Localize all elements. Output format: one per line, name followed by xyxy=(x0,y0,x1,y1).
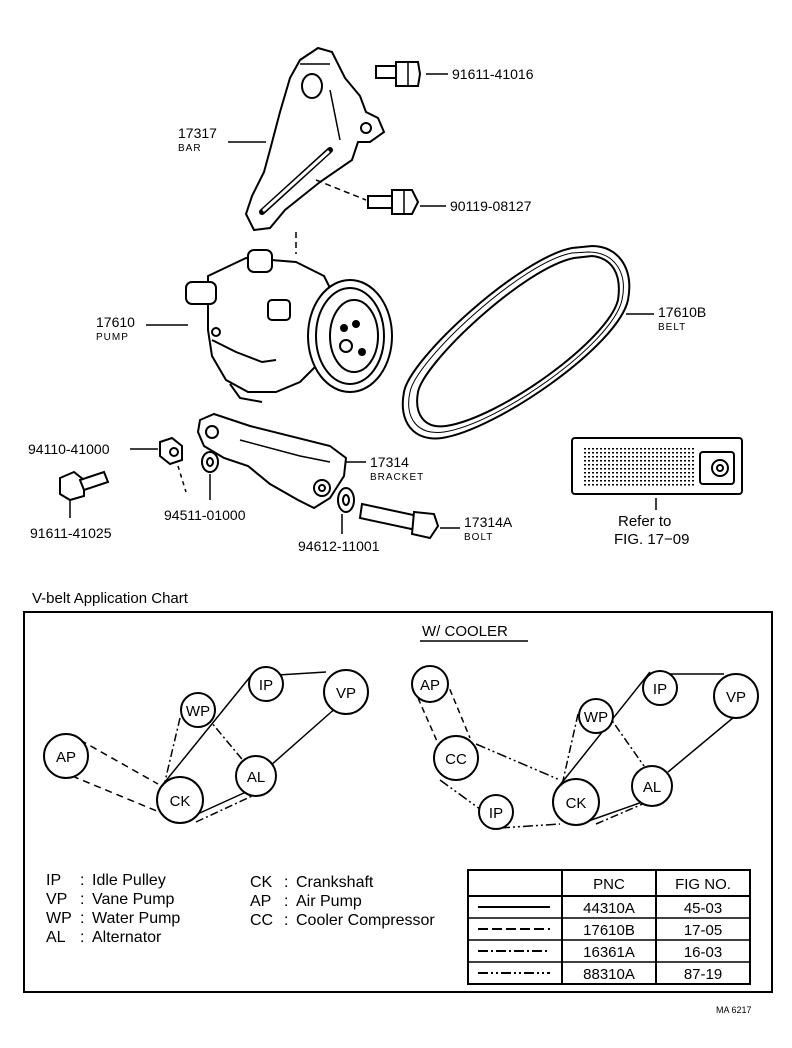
pulley-ck-right: CK xyxy=(552,778,600,826)
washer-94612-11001 xyxy=(337,487,355,534)
pnc-table xyxy=(467,869,751,985)
pulley-label: CK xyxy=(566,795,587,812)
table-cell-fig: 87-19 xyxy=(684,966,722,983)
part-number-17317: 17317 xyxy=(178,125,217,141)
reference-panel xyxy=(571,437,743,510)
legend-colon: : xyxy=(80,872,84,889)
table-cell-pnc: 44310A xyxy=(583,900,635,917)
legend-abbr: CK xyxy=(250,874,273,891)
pulley-wp-left: WP xyxy=(180,692,216,728)
legend-desc: Alternator xyxy=(92,929,162,946)
part-number-94612-11001: 94612-11001 xyxy=(298,538,380,554)
part-number-94511-01000: 94511-01000 xyxy=(164,507,246,523)
pulley-label: AL xyxy=(247,769,265,786)
legend-abbr: IP xyxy=(46,872,61,889)
legend-desc: Air Pump xyxy=(296,893,362,910)
pulley-ap-right: AP xyxy=(411,665,449,703)
chart-title: V-belt Application Chart xyxy=(32,590,189,607)
legend-colon: : xyxy=(284,912,288,929)
part-name-bolt: BOLT xyxy=(464,532,493,543)
part-name-pump: PUMP xyxy=(96,332,129,343)
pulley-label: AL xyxy=(643,779,661,796)
table-cell-fig: 17-05 xyxy=(684,922,722,939)
abbreviation-legend: IP : Idle Pulley VP : Vane Pump WP : Wat… xyxy=(46,872,435,946)
pulley-cc-right: CC xyxy=(433,735,479,781)
legend-desc: Crankshaft xyxy=(296,874,374,891)
pulley-ip-left: IP xyxy=(248,666,284,702)
legend-abbr: WP xyxy=(46,910,72,927)
washer-94511-01000 xyxy=(201,451,219,500)
legend-desc: Water Pump xyxy=(92,910,180,927)
bolt-91611-41016 xyxy=(375,61,448,87)
legend-abbr: AP xyxy=(250,893,271,910)
nut-94110-41000 xyxy=(130,436,187,493)
pulley-vp-right: VP xyxy=(713,673,759,719)
legend-colon: : xyxy=(80,910,84,927)
pulley-vp-left: VP xyxy=(323,669,369,715)
pulley-ck-left: CK xyxy=(156,776,204,824)
pulley-label: AP xyxy=(420,677,440,694)
part-number-90119-08127: 90119-08127 xyxy=(450,198,532,214)
part-number-91611-41025: 91611-41025 xyxy=(30,525,112,541)
part-number-17610b: 17610B xyxy=(658,304,706,320)
pulley-ip-lower-right: IP xyxy=(478,794,514,830)
cooler-heading: W/ COOLER xyxy=(422,623,508,640)
legend-colon: : xyxy=(284,893,288,910)
table-cell-pnc: 17610B xyxy=(583,922,635,939)
pulley-al-right: AL xyxy=(631,765,673,807)
pulley-al-left: AL xyxy=(235,755,277,797)
pulley-label: AP xyxy=(56,749,76,766)
table-header-fig: FIG NO. xyxy=(675,876,731,893)
legend-abbr: CC xyxy=(250,912,273,929)
chart-frame xyxy=(23,611,773,993)
pulley-label: VP xyxy=(336,685,356,702)
bolt-17314a xyxy=(358,502,460,540)
pulley-label: VP xyxy=(726,689,746,706)
part-name-bar: BAR xyxy=(178,143,202,154)
legend-abbr: AL xyxy=(46,929,66,946)
refer-line-1: Refer to xyxy=(618,513,671,530)
part-number-17314a: 17314A xyxy=(464,514,513,530)
pulley-label: CC xyxy=(445,751,467,768)
table-cell-pnc: 16361A xyxy=(583,944,635,961)
pulley-label: CK xyxy=(170,793,191,810)
table-cell-pnc: 88310A xyxy=(583,966,635,983)
pump-17610 xyxy=(185,249,393,403)
pulley-label: IP xyxy=(259,677,273,694)
pulley-wp-right: WP xyxy=(578,698,614,734)
part-number-17314: 17314 xyxy=(370,454,409,470)
part-number-91611-41016: 91611-41016 xyxy=(452,66,534,82)
legend-desc: Cooler Compressor xyxy=(296,912,435,929)
pulley-label: WP xyxy=(186,703,210,720)
table-cell-fig: 16-03 xyxy=(684,944,722,961)
part-name-bracket: BRACKET xyxy=(370,472,424,483)
pulley-label: IP xyxy=(489,805,503,822)
bracket-17314 xyxy=(196,412,366,510)
part-name-belt: BELT xyxy=(658,322,686,333)
footer-code: MA 6217 xyxy=(716,1005,752,1015)
refer-line-2: FIG. 17−09 xyxy=(614,531,689,548)
legend-desc: Idle Pulley xyxy=(92,872,166,889)
legend-colon: : xyxy=(80,891,84,908)
part-number-94110-41000: 94110-41000 xyxy=(28,441,110,457)
pulley-label: WP xyxy=(584,709,608,726)
pulley-ap-left: AP xyxy=(43,733,89,779)
legend-desc: Vane Pump xyxy=(92,891,175,908)
table-cell-fig: 45-03 xyxy=(684,900,722,917)
pulley-ip-upper-right: IP xyxy=(642,670,678,706)
legend-colon: : xyxy=(80,929,84,946)
legend-colon: : xyxy=(284,874,288,891)
pulley-label: IP xyxy=(653,681,667,698)
bolt-91611-41025 xyxy=(59,470,110,518)
part-number-17610: 17610 xyxy=(96,314,135,330)
table-header-pnc: PNC xyxy=(593,876,625,893)
bolt-90119-08127 xyxy=(295,179,446,254)
bar-17317 xyxy=(244,46,386,232)
belt-17610b xyxy=(401,244,654,440)
legend-abbr: VP xyxy=(46,891,67,908)
